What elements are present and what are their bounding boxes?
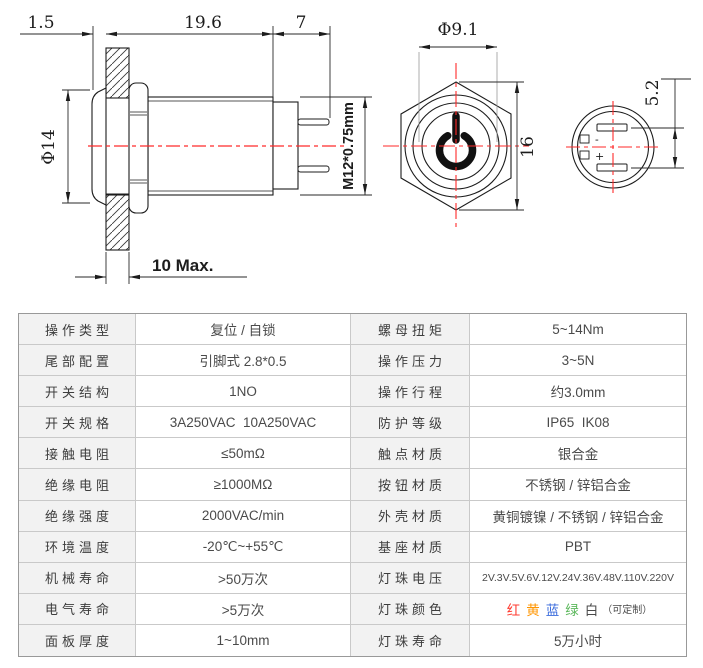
terminal-pin-top: [297, 118, 330, 126]
spec-label-protection-rating: 防护等级: [351, 407, 470, 439]
technical-drawing: 1.5 19.6 7 Φ14 M12*0.75mm 10 Max.: [20, 13, 691, 284]
spec-label-lamp-life: 灯珠寿命: [351, 624, 470, 656]
terminal-pin-bottom: [297, 165, 330, 173]
spec-value-shell-material: 黄铜镀镍 / 不锈钢 / 锌铝合金: [470, 500, 686, 532]
spec-value-operating-force: 3~5N: [470, 345, 686, 377]
spec-value-lamp-color: 红 黄 蓝 绿 白 （可定制）: [470, 593, 686, 625]
front-view: [383, 63, 529, 229]
dim-pin-length: 7: [296, 13, 307, 33]
spec-value-mechanical-life: >50万次: [136, 562, 351, 594]
spec-label-operation-type: 操作类型: [19, 314, 136, 346]
lamp-color-blue: 蓝: [545, 602, 560, 618]
spec-value-electrical-life: >5万次: [136, 593, 351, 625]
spec-value-nut-torque: 5~14Nm: [470, 314, 686, 346]
dim-pin-spacing: 5.2: [643, 79, 663, 106]
spec-label-insulation-resistance: 绝缘电阻: [19, 469, 136, 501]
dim-head-protrusion: 1.5: [27, 13, 54, 33]
panel-wall-bottom: [105, 194, 130, 251]
spec-label-switch-rating: 开关规格: [19, 407, 136, 439]
lamp-color-customizable-note: （可定制）: [602, 605, 653, 617]
spec-value-base-material: PBT: [470, 531, 686, 563]
dim-button-diameter: Φ9.1: [438, 20, 479, 40]
spec-label-operating-force: 操作压力: [351, 345, 470, 377]
spec-label-button-material: 按钮材质: [351, 469, 470, 501]
spec-label-electrical-life: 电气寿命: [19, 593, 136, 625]
flat-terminal-top: [596, 123, 628, 132]
back-view: [566, 101, 661, 194]
spec-value-travel: 约3.0mm: [470, 376, 686, 408]
spec-label-lamp-voltage: 灯珠电压: [351, 562, 470, 594]
led-terminal-pos: [579, 150, 590, 160]
spec-value-insulation-resistance: ≥1000MΩ: [136, 469, 351, 501]
spec-value-lamp-life: 5万小时: [470, 624, 686, 656]
lamp-color-green: 绿: [565, 602, 579, 618]
panel-wall-top: [105, 47, 130, 99]
dim-body-length: 19.6: [184, 13, 222, 33]
spec-value-contact-resistance: ≤50mΩ: [136, 438, 351, 470]
spec-label-contact-material: 触点材质: [351, 438, 470, 470]
spec-label-contact-resistance: 接触电阻: [19, 438, 136, 470]
lamp-color-white: 白: [584, 602, 599, 618]
dim-head-diameter: Φ14: [39, 129, 59, 165]
spec-value-dielectric-strength: 2000VAC/min: [136, 500, 351, 532]
led-terminal-neg: [579, 134, 590, 144]
spec-value-switch-rating: 3A250VAC 10A250VAC: [136, 407, 351, 439]
terminal-neg-label: -: [595, 133, 599, 146]
spec-label-shell-material: 外壳材质: [351, 500, 470, 532]
front-view-dimensions: [418, 44, 524, 211]
back-centerlines: [566, 101, 661, 194]
spec-value-switch-structure: 1NO: [136, 376, 351, 408]
side-view: [88, 47, 344, 251]
spec-label-travel: 操作行程: [351, 376, 470, 408]
spec-value-operation-type: 复位 / 自锁: [136, 314, 351, 346]
spec-label-lamp-color: 灯珠颜色: [351, 593, 470, 625]
lamp-color-red: 红: [506, 602, 521, 618]
spec-label-panel-thickness: 面板厚度: [19, 624, 136, 656]
back-view-dimensions: [631, 78, 691, 169]
lamp-color-yellow: 黄: [526, 602, 540, 618]
side-view-dimensions: [20, 26, 372, 284]
dim-thread-spec: M12*0.75mm: [341, 102, 357, 190]
spec-label-dielectric-strength: 绝缘强度: [19, 500, 136, 532]
flat-terminal-bottom: [596, 163, 628, 172]
spec-label-mechanical-life: 机械寿命: [19, 562, 136, 594]
spec-value-tail-config: 引脚式 2.8*0.5: [136, 345, 351, 377]
spec-value-panel-thickness: 1~10mm: [136, 624, 351, 656]
spec-label-ambient-temperature: 环境温度: [19, 531, 136, 563]
spec-value-lamp-voltage: 2V.3V.5V.6V.12V.24V.36V.48V.110V.220V: [470, 562, 686, 594]
dim-across-corners: 16: [518, 136, 538, 158]
spec-label-tail-config: 尾部配置: [19, 345, 136, 377]
spec-value-contact-material: 银合金: [470, 438, 686, 470]
spec-value-protection-rating: IP65 IK08: [470, 407, 686, 439]
spec-label-switch-structure: 开关结构: [19, 376, 136, 408]
terminal-pos-label: +: [595, 150, 604, 163]
front-centerlines: [383, 63, 529, 229]
spec-table: 操作类型 复位 / 自锁 螺母扭矩 5~14Nm 尾部配置 引脚式 2.8*0.…: [18, 313, 687, 657]
spec-value-button-material: 不锈钢 / 锌铝合金: [470, 469, 686, 501]
spec-label-nut-torque: 螺母扭矩: [351, 314, 470, 346]
spec-label-base-material: 基座材质: [351, 531, 470, 563]
spec-value-ambient-temperature: -20℃~+55℃: [136, 531, 351, 563]
hex-nut: [128, 82, 149, 214]
dim-panel-max: 10 Max.: [152, 256, 213, 275]
